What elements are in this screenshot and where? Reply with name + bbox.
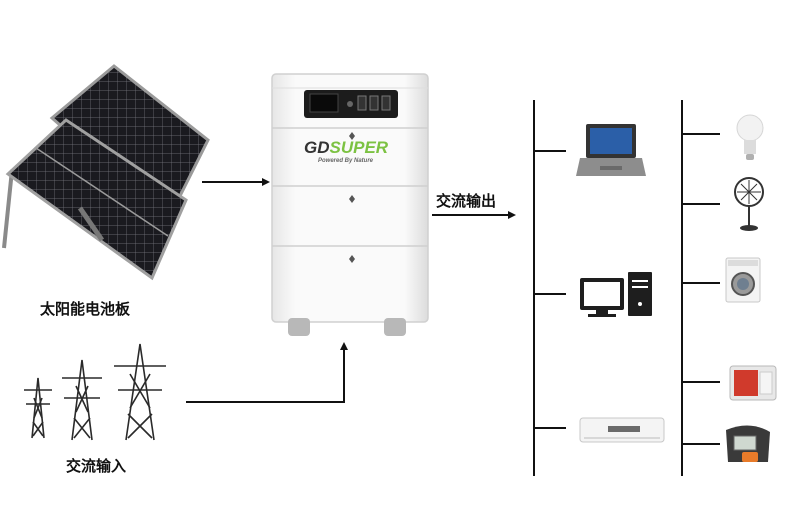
brand-name-right: SUPER bbox=[329, 138, 389, 157]
distribution-bus bbox=[533, 100, 720, 476]
grid-to-storage-arrow bbox=[186, 342, 348, 403]
solar-panel-icon bbox=[2, 64, 210, 281]
washing-machine-icon bbox=[725, 257, 761, 303]
fan-icon bbox=[734, 177, 764, 231]
blood-pressure-monitor-icon bbox=[726, 425, 770, 462]
ac-input-label: 交流输入 bbox=[66, 457, 127, 475]
battery-cabinet-icon bbox=[271, 73, 429, 336]
power-tower-icon bbox=[24, 343, 166, 441]
laptop-icon bbox=[576, 124, 646, 176]
brand-tagline: Powered By Nature bbox=[318, 158, 374, 164]
brand-name-left: GD bbox=[304, 138, 330, 157]
desktop-computer-icon bbox=[580, 272, 652, 317]
light-bulb-icon bbox=[736, 114, 764, 160]
mini-fridge-icon bbox=[729, 365, 777, 401]
solar-panel-label: 太阳能电池板 bbox=[40, 300, 131, 318]
ac-output-label: 交流输出 bbox=[436, 192, 497, 210]
brand-logo: GDSUPER bbox=[304, 138, 388, 158]
air-conditioner-icon bbox=[579, 417, 665, 443]
